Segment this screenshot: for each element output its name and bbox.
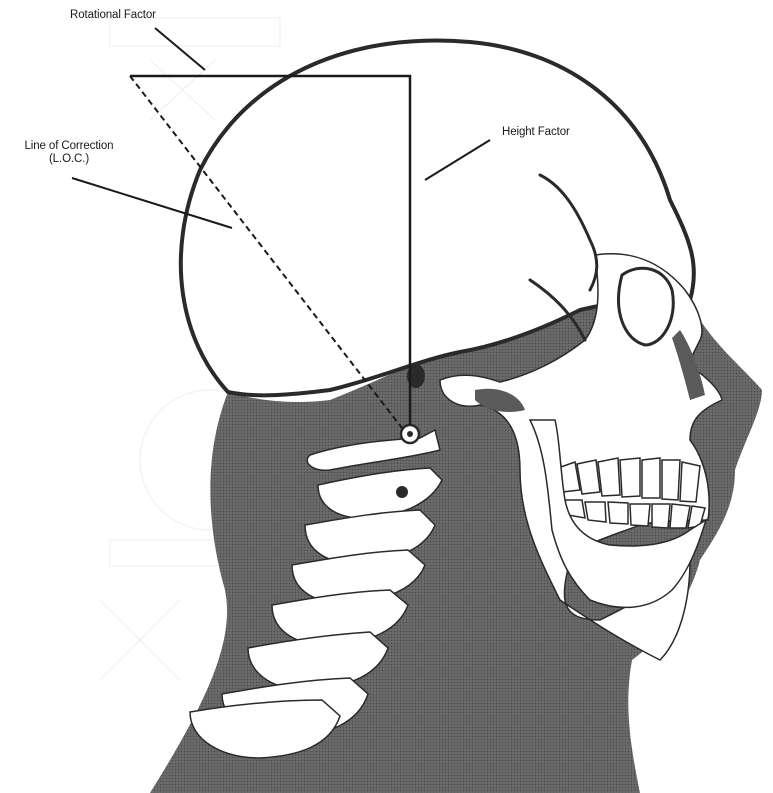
rotational-factor-leader	[155, 28, 205, 70]
pivot-center	[407, 431, 413, 437]
spinal-foramen	[396, 486, 408, 498]
height-factor-label: Height Factor	[502, 126, 570, 139]
line-of-correction-label: Line of Correction (L.O.C.)	[10, 140, 128, 166]
eye-socket	[619, 268, 674, 345]
loc-abbreviation-text: (L.O.C.)	[10, 153, 128, 166]
rotational-factor-label: Rotational Factor	[70, 9, 156, 22]
line-of-correction-text: Line of Correction	[10, 140, 128, 153]
